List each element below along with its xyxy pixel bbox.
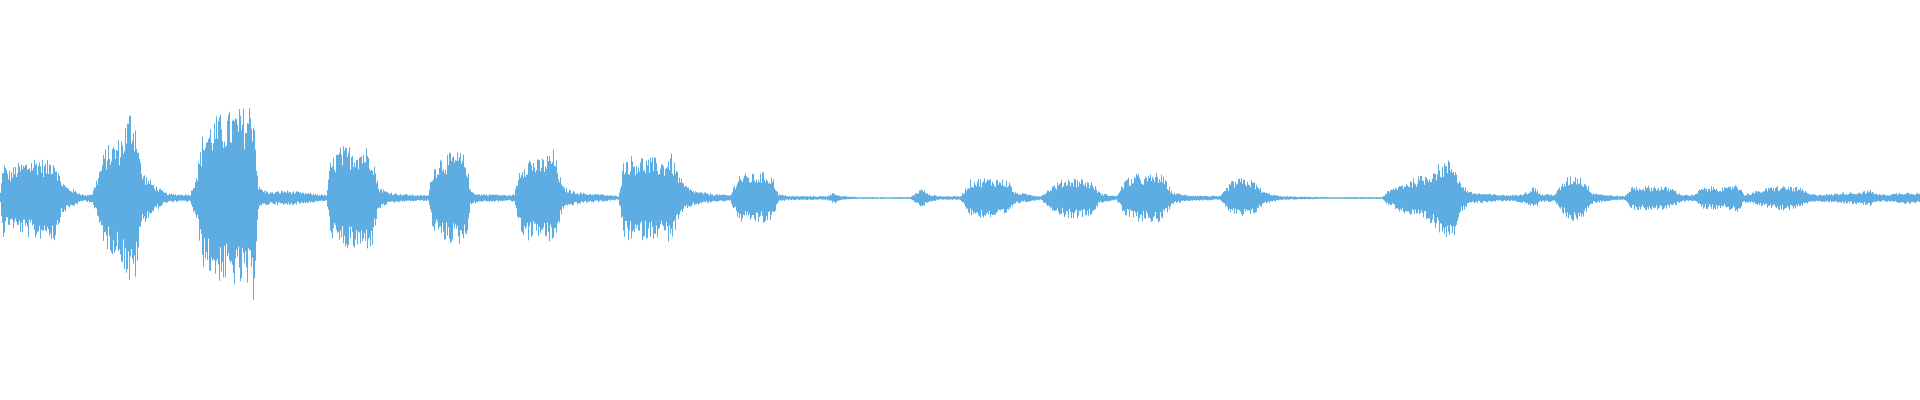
waveform-graphic (0, 108, 1920, 300)
audio-waveform (0, 108, 1920, 300)
